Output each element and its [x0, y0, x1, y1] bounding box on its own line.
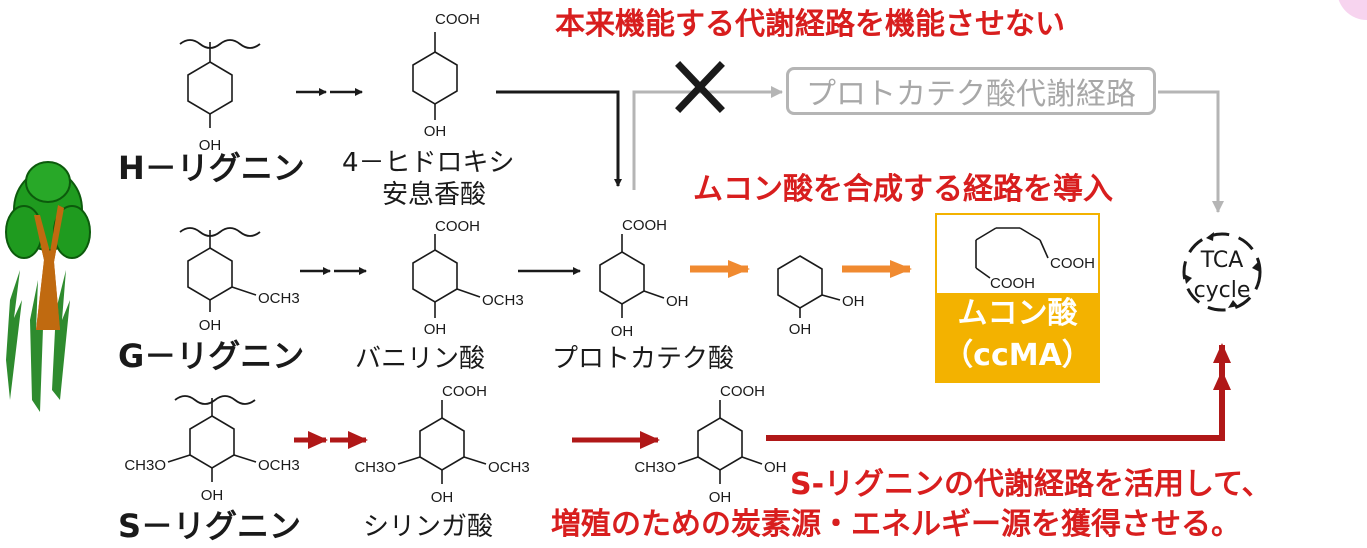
- syringic-label: シリンガ酸: [363, 512, 494, 542]
- h-lignin-label: H－リグニン: [118, 149, 305, 187]
- s-lignin-structure: [167, 395, 257, 482]
- oh-catechol-2: OH: [789, 321, 812, 338]
- ccma-label: ムコン酸 （ccMA）: [935, 293, 1100, 383]
- hba-structure: [412, 32, 458, 120]
- ch3o-s-lignin: CH3O: [124, 457, 166, 474]
- tca-cycle: TCA cycle: [1182, 232, 1262, 312]
- s-lignin-label: S－リグニン: [118, 507, 302, 545]
- g-lignin-structure: [179, 227, 261, 312]
- title-introduce-ccma: ムコン酸を合成する経路を導入: [693, 172, 1113, 207]
- grey-pathway-arrows: [632, 86, 1224, 213]
- oh-gallic-3: OH: [764, 459, 787, 476]
- oh-h-lignin: OH: [199, 137, 222, 154]
- oh-catechol-1: OH: [842, 293, 865, 310]
- catechol-structure: [777, 255, 841, 318]
- och3-g-lignin: OCH3: [258, 290, 300, 307]
- block-x-icon: [675, 61, 725, 113]
- title-s-lignin-line2: 増殖のための炭素源・エネルギー源を獲得させる。: [551, 507, 1241, 542]
- och3-syringic: OCH3: [488, 459, 530, 476]
- syringic-structure: [397, 400, 487, 484]
- oh-protocatechuic-4: OH: [611, 323, 634, 340]
- ch3o-syringic: CH3O: [354, 459, 396, 476]
- hba-label-line1: 4－ヒドロキシ: [342, 148, 515, 178]
- vanillic-label: バニリン酸: [355, 344, 486, 374]
- cooh-vanillic: COOH: [435, 218, 480, 235]
- ccma-structure: [975, 227, 1049, 279]
- oh-s-lignin: OH: [201, 487, 224, 504]
- title-block-pathway: 本来機能する代謝経路を機能させない: [555, 7, 1065, 42]
- och3-vanillic: OCH3: [482, 292, 524, 309]
- tca-label: TCA: [1200, 248, 1244, 273]
- protocatechuic-label: プロトカテク酸: [552, 344, 735, 374]
- protocatechuic-structure: [599, 234, 665, 318]
- title-s-lignin-line1: S-リグニンの代謝経路を活用して、: [790, 467, 1272, 502]
- cooh-protocatechuic: COOH: [622, 217, 667, 234]
- oh-vanillic: OH: [424, 321, 447, 338]
- plant-icon: [5, 161, 91, 412]
- cooh-syringic: COOH: [442, 383, 487, 400]
- ch3o-gallic: CH3O: [634, 459, 676, 476]
- g-lignin-label: G－リグニン: [118, 337, 305, 375]
- cooh-gallic: COOH: [720, 383, 765, 400]
- och3-s-lignin: OCH3: [258, 457, 300, 474]
- oh-hba: OH: [424, 123, 447, 140]
- oh-protocatechuic-3: OH: [666, 293, 689, 310]
- gallic-structure: [677, 400, 763, 484]
- cycle-label: cycle: [1194, 278, 1251, 303]
- s-row-arrows: [294, 343, 1231, 449]
- h-row-arrows: [296, 88, 622, 187]
- cooh-ccma-2: COOH: [990, 275, 1035, 292]
- ccma-abbrev: （ccMA）: [943, 338, 1092, 373]
- cooh-hba: COOH: [435, 11, 480, 28]
- hba-label-line2: 安息香酸: [382, 180, 487, 210]
- ccma-name: ムコン酸: [957, 296, 1078, 331]
- cooh-ccma-1: COOH: [1050, 255, 1095, 272]
- protocatechuic-pathway-label: プロトカテク酸代謝経路: [806, 77, 1136, 112]
- oh-g-lignin: OH: [199, 317, 222, 334]
- h-lignin-structure: [179, 39, 261, 128]
- oh-syringic: OH: [431, 489, 454, 506]
- vanillic-structure: [412, 234, 481, 318]
- oh-gallic-4: OH: [709, 489, 732, 506]
- protocatechuic-pathway-box: プロトカテク酸代謝経路: [786, 67, 1156, 115]
